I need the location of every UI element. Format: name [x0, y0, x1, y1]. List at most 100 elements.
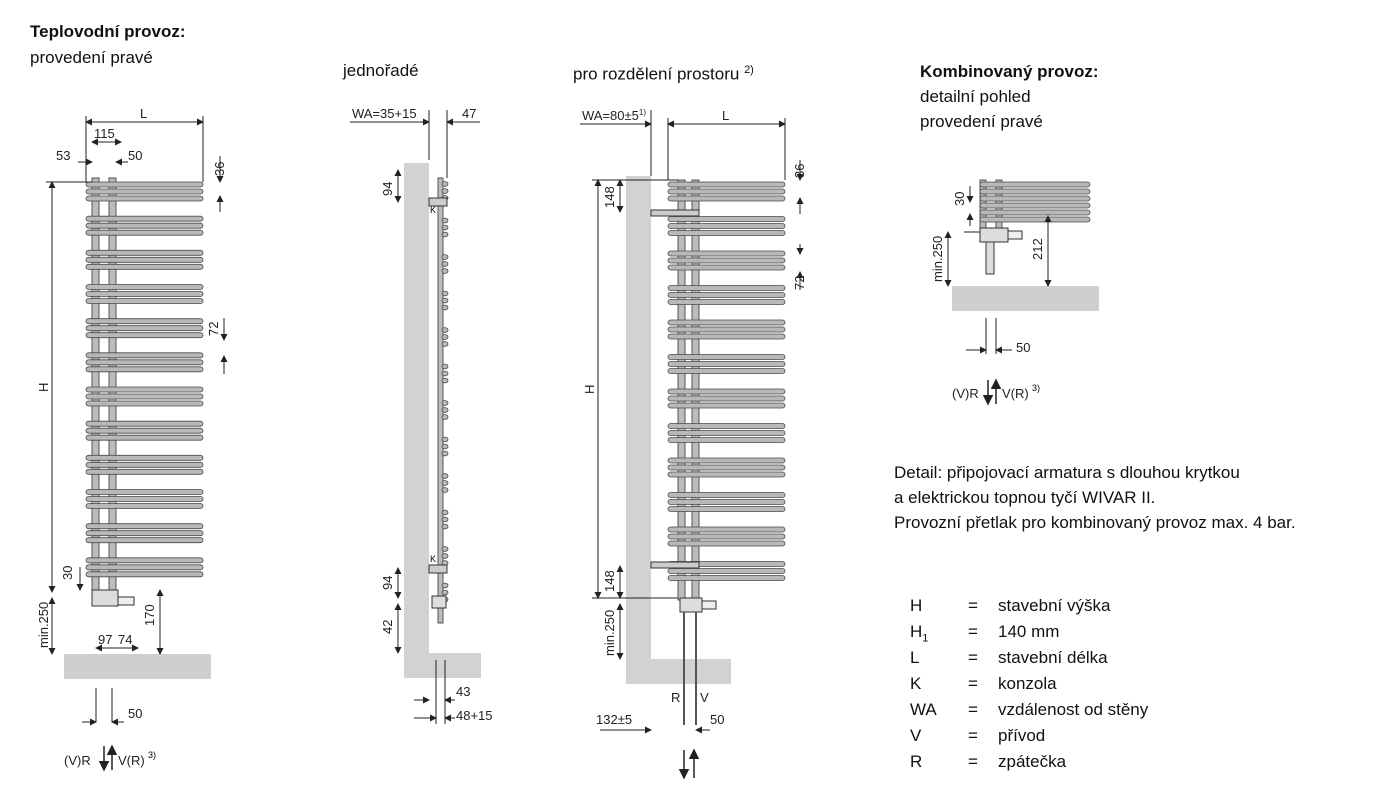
- left-heading: Teplovodní provoz:: [30, 22, 186, 41]
- heating-rod: [985, 241, 995, 275]
- bar-profile: [441, 473, 449, 479]
- side-view: WA=35+15 47 94 K K 94 42 43 48+15: [350, 106, 493, 724]
- console: [428, 564, 448, 574]
- label-V: V: [700, 690, 709, 705]
- dim-148b: 148: [602, 570, 617, 592]
- side-title: jednořadé: [343, 61, 419, 80]
- dim-94a: 94: [380, 182, 395, 196]
- radiator-bar: [667, 223, 786, 229]
- legend-equals: =: [968, 752, 978, 771]
- console: [428, 197, 448, 207]
- valve: [91, 589, 119, 607]
- valve: [979, 227, 1009, 243]
- legend-symbol-sub: 1: [922, 632, 929, 645]
- radiator-bar: [85, 222, 204, 229]
- legend-symbol: R: [910, 752, 923, 771]
- legend-symbol: V: [910, 726, 922, 745]
- radiator-bar: [667, 257, 786, 264]
- radiator-bar: [667, 292, 786, 298]
- legend-symbol: H: [910, 596, 923, 615]
- dim-min250: min.250: [36, 602, 51, 648]
- flow-sup: 3): [148, 750, 156, 760]
- label-k1: K: [430, 205, 436, 215]
- radiator-bar: [667, 181, 786, 188]
- radiator-bar: [85, 249, 204, 256]
- dim-50: 50: [710, 712, 724, 727]
- radiator-bar: [667, 388, 786, 395]
- dim-30: 30: [952, 192, 967, 206]
- detail-line2: a elektrickou topnou tyčí WIVAR II.: [894, 488, 1156, 507]
- radiator-bar: [85, 537, 204, 544]
- radiator-bar: [667, 285, 786, 291]
- console: [650, 561, 700, 569]
- radiator-bar: [85, 523, 204, 530]
- valve-cap: [701, 600, 717, 610]
- bar-profile: [441, 297, 449, 304]
- radiator-bar: [667, 299, 786, 305]
- radiator-bar: [667, 354, 786, 360]
- radiator-bar: [85, 557, 204, 564]
- dim-132: 132±5: [596, 712, 632, 727]
- bar-profile: [441, 509, 449, 516]
- radiator-bar: [85, 263, 204, 270]
- label-k2: K: [430, 554, 436, 564]
- legend-symbol-main: H: [910, 622, 923, 641]
- legend-equals: =: [968, 648, 978, 667]
- bar-profile: [441, 480, 449, 486]
- dim-115: 115: [94, 126, 115, 141]
- radiator-bar: [85, 181, 204, 188]
- dim-212: 212: [1030, 238, 1045, 260]
- console: [650, 209, 700, 217]
- flow-label-vr2: V(R): [118, 753, 145, 768]
- bar-profile: [441, 414, 449, 420]
- radiator-bar: [667, 368, 786, 374]
- label-R: R: [671, 690, 680, 705]
- radiator-bar: [667, 423, 786, 429]
- radiator-bar: [85, 359, 204, 366]
- radiator-bar: [85, 188, 204, 195]
- dim-36: 36: [212, 162, 227, 176]
- wall: [404, 163, 429, 678]
- legend-description: 140 mm: [998, 622, 1060, 641]
- floor: [64, 654, 211, 679]
- bar-profile: [441, 400, 449, 406]
- valve: [679, 597, 703, 613]
- dim-50: 50: [1016, 340, 1030, 355]
- divider-view: WA=80±51) L 36 148 72 H 148 min.250 R V …: [580, 108, 807, 780]
- radiator-bar: [85, 530, 204, 537]
- bar-profile: [441, 290, 449, 297]
- legend-equals: =: [968, 674, 978, 693]
- radiator-bar: [667, 319, 786, 326]
- legend-description: zpátečka: [998, 752, 1067, 771]
- radiator-bar: [667, 492, 786, 498]
- bar-profile: [441, 487, 449, 493]
- radiator-bar: [667, 533, 786, 540]
- radiator-bar: [667, 464, 786, 471]
- divider-title-sup: 2): [744, 64, 754, 76]
- combined-line2: provedení pravé: [920, 112, 1043, 131]
- bar-profile: [441, 450, 449, 457]
- radiator-bar: [85, 291, 204, 297]
- radiator-bar: [85, 571, 204, 578]
- dim-30: 30: [60, 566, 75, 580]
- dim-53: 53: [56, 148, 70, 163]
- dim-wa-sup: 1): [639, 108, 646, 117]
- legend-symbol: H1: [910, 622, 928, 644]
- radiator-bar: [667, 430, 786, 436]
- legend-equals: =: [968, 726, 978, 745]
- dim-36: 36: [792, 164, 807, 178]
- left-front-view: L 115 53 50 36 72 H 30 170 min.250 97 74…: [36, 106, 228, 772]
- radiator-bar: [85, 215, 204, 222]
- legend-equals: =: [968, 622, 978, 641]
- radiator-bar: [85, 229, 204, 236]
- dim-H: H: [582, 385, 597, 394]
- legend-description: přívod: [998, 726, 1046, 745]
- dim-min250: min.250: [602, 610, 617, 656]
- radiator-bar: [85, 461, 204, 468]
- bar-profile: [441, 231, 449, 238]
- floor: [651, 659, 731, 684]
- radiator-bar: [979, 195, 1091, 202]
- dim-L: L: [722, 108, 729, 123]
- dim-42: 42: [380, 620, 395, 634]
- bar-profile: [441, 188, 449, 194]
